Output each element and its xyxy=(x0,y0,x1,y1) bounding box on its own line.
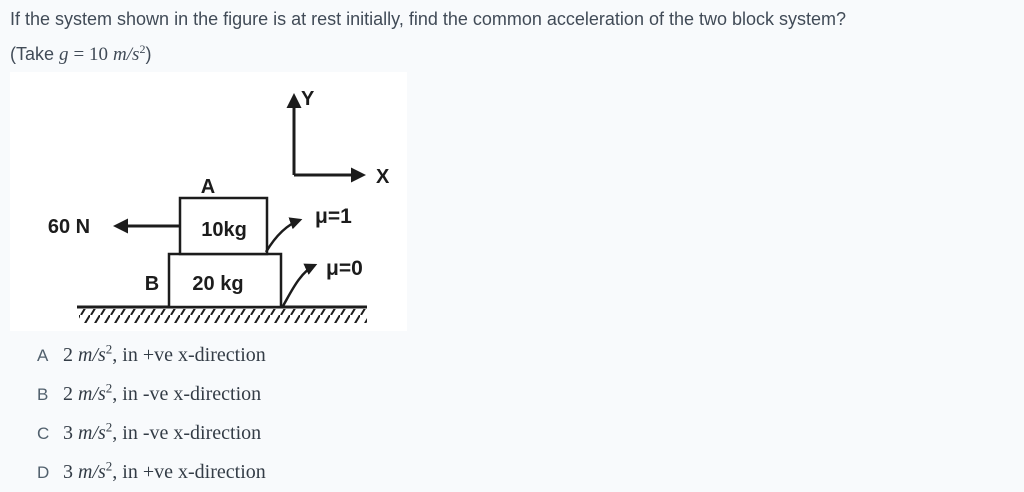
option-b-value: 2 xyxy=(63,383,73,405)
option-d-value: 3 xyxy=(63,461,73,483)
option-b-unit: m/s xyxy=(78,383,106,405)
option-b-exponent: 2 xyxy=(105,380,113,396)
physics-figure: Y X 60 N μ=1 μ=0 A 10kg B 20 kg xyxy=(10,72,407,331)
option-a-exponent: 2 xyxy=(105,341,113,357)
block-b-mass: 20 kg xyxy=(192,273,243,295)
option-d-exponent: 2 xyxy=(105,458,113,474)
take-g-symbol: g xyxy=(59,44,69,65)
option-b-direction: , in -ve x-direction xyxy=(112,383,262,405)
take-equals-value: = 10 xyxy=(73,44,109,65)
take-prefix: (Take xyxy=(10,44,60,64)
option-d-unit: m/s xyxy=(78,461,106,483)
option-a-direction: , in +ve x-direction xyxy=(112,344,266,366)
option-a-letter: A xyxy=(37,345,49,365)
option-d-letter: D xyxy=(37,462,50,482)
question-take-line: (Take g = 10 m/s2) xyxy=(10,35,151,69)
question-text: If the system shown in the figure is at … xyxy=(10,9,847,29)
ground-hatching xyxy=(79,309,367,323)
option-c-exponent: 2 xyxy=(105,419,113,435)
force-label: 60 N xyxy=(48,216,90,238)
option-a-unit: m/s xyxy=(78,344,106,366)
block-a-mass: 10kg xyxy=(201,219,247,241)
option-c-unit: m/s xyxy=(78,422,106,444)
block-b xyxy=(167,252,283,309)
option-d-direction: , in +ve x-direction xyxy=(112,461,266,483)
friction-ab-arrow xyxy=(264,217,303,253)
take-unit-exponent: 2 xyxy=(139,42,146,56)
block-a xyxy=(178,196,269,256)
option-b-letter: B xyxy=(37,384,49,404)
option-c-value: 3 xyxy=(63,422,73,444)
option-a-value: 2 xyxy=(63,344,73,366)
take-unit: m/s xyxy=(113,44,140,65)
block-a-label: A xyxy=(201,176,215,198)
x-axis-label: X xyxy=(376,166,390,188)
option-c-direction: , in -ve x-direction xyxy=(112,422,262,444)
friction-ab-label: μ=1 xyxy=(315,205,352,228)
take-suffix: ) xyxy=(145,44,152,64)
option-c-letter: C xyxy=(37,423,50,443)
friction-ground-arrow xyxy=(281,263,318,307)
friction-ground-label: μ=0 xyxy=(326,257,363,280)
y-axis-label: Y xyxy=(301,88,315,110)
block-b-label: B xyxy=(145,273,159,295)
